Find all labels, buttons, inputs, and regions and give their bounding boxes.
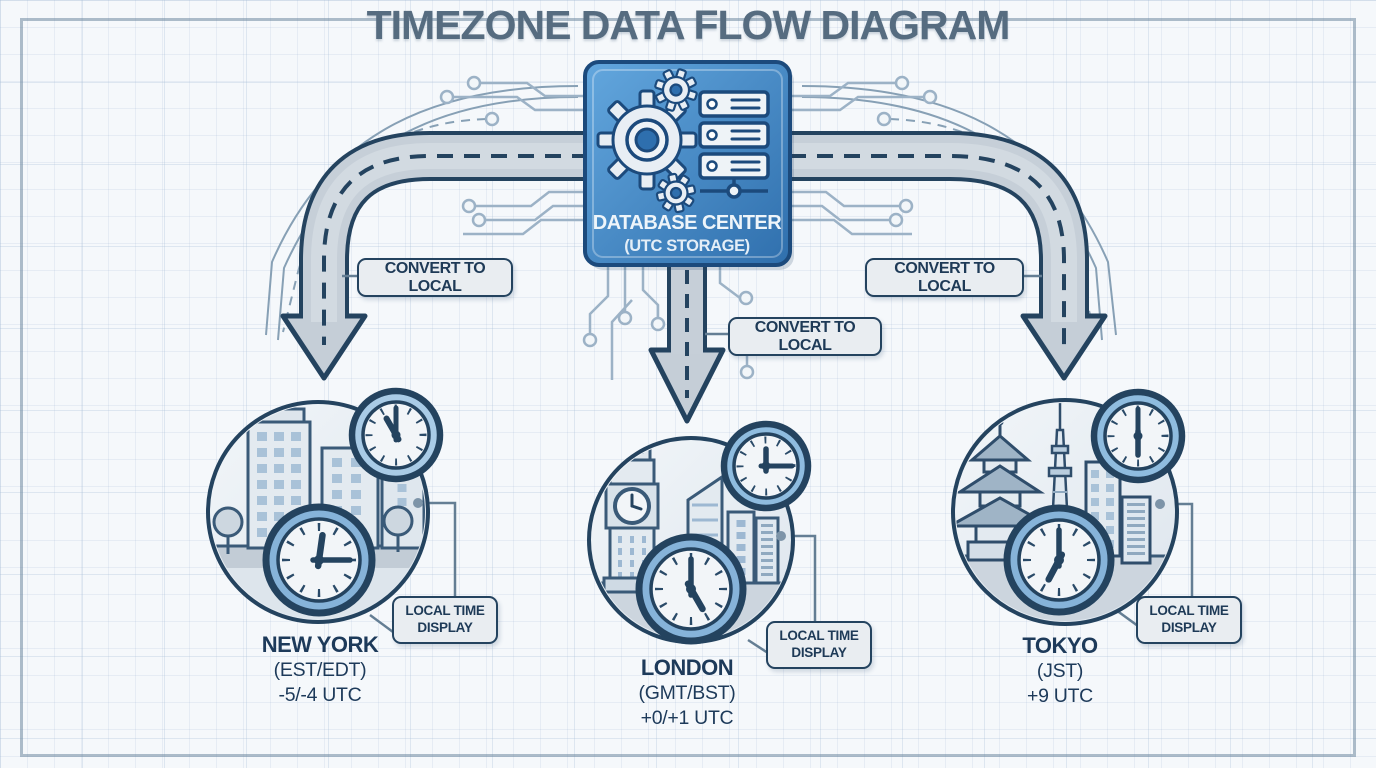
database-center-sublabel: (UTC STORAGE) (624, 237, 750, 255)
clock-icon-london-big (635, 533, 747, 645)
small-gear-icon (655, 172, 697, 214)
city-name-tokyo: TOKYO (1022, 633, 1098, 658)
city-offset-london: +0/+1 UTC (640, 707, 734, 729)
circuit-traces (439, 75, 938, 380)
convert-to-local-label-middle: CONVERT TO LOCAL (728, 317, 882, 356)
local-time-display-label-newyork: LOCAL TIME DISPLAY (392, 596, 498, 644)
local-time-display-label-london: LOCAL TIME DISPLAY (766, 621, 872, 669)
flow-arrow-right (788, 131, 1108, 381)
node-dot (413, 498, 423, 508)
arrowhead-right (1020, 313, 1108, 381)
city-caption-london: LONDON (GMT/BST) +0/+1 UTC (577, 655, 797, 731)
city-offset-tokyo: +9 UTC (1027, 685, 1093, 707)
city-timezone-newyork: (EST/EDT) (273, 659, 367, 681)
clock-icon-newyork-small (348, 387, 444, 483)
arrowhead-middle (648, 347, 726, 424)
flow-arrow-middle (648, 262, 726, 424)
city-caption-tokyo: TOKYO (JST) +9 UTC (950, 633, 1170, 709)
city-name-london: LONDON (640, 655, 734, 680)
gear-icon (596, 89, 698, 191)
node-dot (1155, 499, 1165, 509)
server-rack-icon (698, 90, 770, 199)
network-node-icon (700, 178, 768, 199)
clock-icon-london-small (720, 420, 812, 512)
tokyo-skyline-icon (1084, 460, 1152, 565)
city-timezone-london: (GMT/BST) (638, 682, 736, 704)
city-circle-tokyo (951, 388, 1186, 626)
database-center-box: DATABASE CENTER (UTC STORAGE) (583, 60, 794, 270)
convert-to-local-label-right: CONVERT TO LOCAL (865, 258, 1024, 297)
flow-arrow-left (280, 131, 590, 381)
page-title: TIMEZONE DATA FLOW DIAGRAM (366, 2, 1011, 48)
node-dot (776, 531, 786, 541)
small-gear-icon (654, 68, 698, 112)
clock-icon-tokyo-small (1090, 388, 1186, 484)
local-time-display-label-tokyo: LOCAL TIME DISPLAY (1136, 596, 1242, 644)
tree-icon (212, 506, 244, 554)
city-caption-newyork: NEW YORK (EST/EDT) -5/-4 UTC (210, 632, 430, 708)
city-name-newyork: NEW YORK (261, 632, 379, 657)
city-circle-london (587, 420, 812, 645)
database-center-label: DATABASE CENTER (593, 212, 782, 234)
city-timezone-tokyo: (JST) (1036, 660, 1084, 682)
tree-icon (382, 505, 414, 552)
clock-icon-newyork-big (262, 503, 376, 617)
city-offset-newyork: -5/-4 UTC (278, 684, 362, 706)
convert-to-local-label-left: CONVERT TO LOCAL (357, 258, 513, 297)
clock-icon-tokyo-big (1003, 504, 1115, 616)
city-circle-newyork (206, 387, 444, 624)
